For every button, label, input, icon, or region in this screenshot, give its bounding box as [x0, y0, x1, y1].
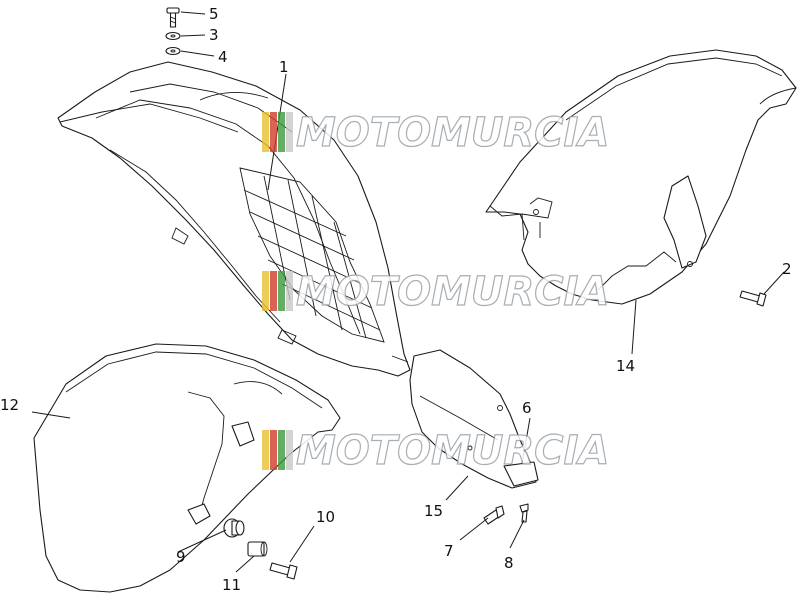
callout-9: 9 — [176, 548, 186, 566]
spacer-11 — [247, 541, 268, 557]
screw-7 — [483, 505, 505, 525]
part-1-front-shield — [57, 61, 411, 377]
callout-6: 6 — [522, 399, 532, 417]
washer-3 — [165, 31, 181, 41]
screw-8 — [519, 503, 529, 523]
callout-3: 3 — [209, 26, 219, 44]
callout-8: 8 — [504, 554, 514, 572]
watermark-text-bottom: MOTOMURCIA — [296, 428, 609, 474]
part-15-inner-panel — [409, 349, 537, 489]
clip-6 — [503, 461, 539, 487]
screw-10 — [269, 562, 298, 580]
watermark-bottom: MOTOMURCIA — [262, 427, 610, 475]
callout-5: 5 — [209, 5, 219, 23]
callout-15: 15 — [424, 502, 443, 520]
washer-4 — [165, 46, 181, 56]
callout-labels: 5 3 4 1 2 14 12 6 15 7 8 9 10 11 — [0, 5, 792, 594]
callout-7: 7 — [444, 542, 454, 560]
watermark-middle: MOTOMURCIA — [262, 268, 610, 316]
part-12-front-fender — [33, 343, 341, 593]
watermark-text-top: MOTOMURCIA — [296, 110, 609, 156]
part-14-mudguard — [485, 49, 797, 305]
callout-1: 1 — [279, 58, 289, 76]
grommet-9 — [223, 518, 245, 538]
callout-10: 10 — [316, 508, 335, 526]
watermark-text-middle: MOTOMURCIA — [296, 269, 609, 315]
screw-2 — [739, 290, 767, 307]
screw-5 — [166, 7, 180, 28]
watermark-top: MOTOMURCIA — [262, 109, 610, 157]
callout-14: 14 — [616, 357, 635, 375]
callout-12: 12 — [0, 396, 19, 414]
callout-11: 11 — [222, 576, 241, 594]
callout-4: 4 — [218, 48, 228, 66]
callout-2: 2 — [782, 260, 792, 278]
